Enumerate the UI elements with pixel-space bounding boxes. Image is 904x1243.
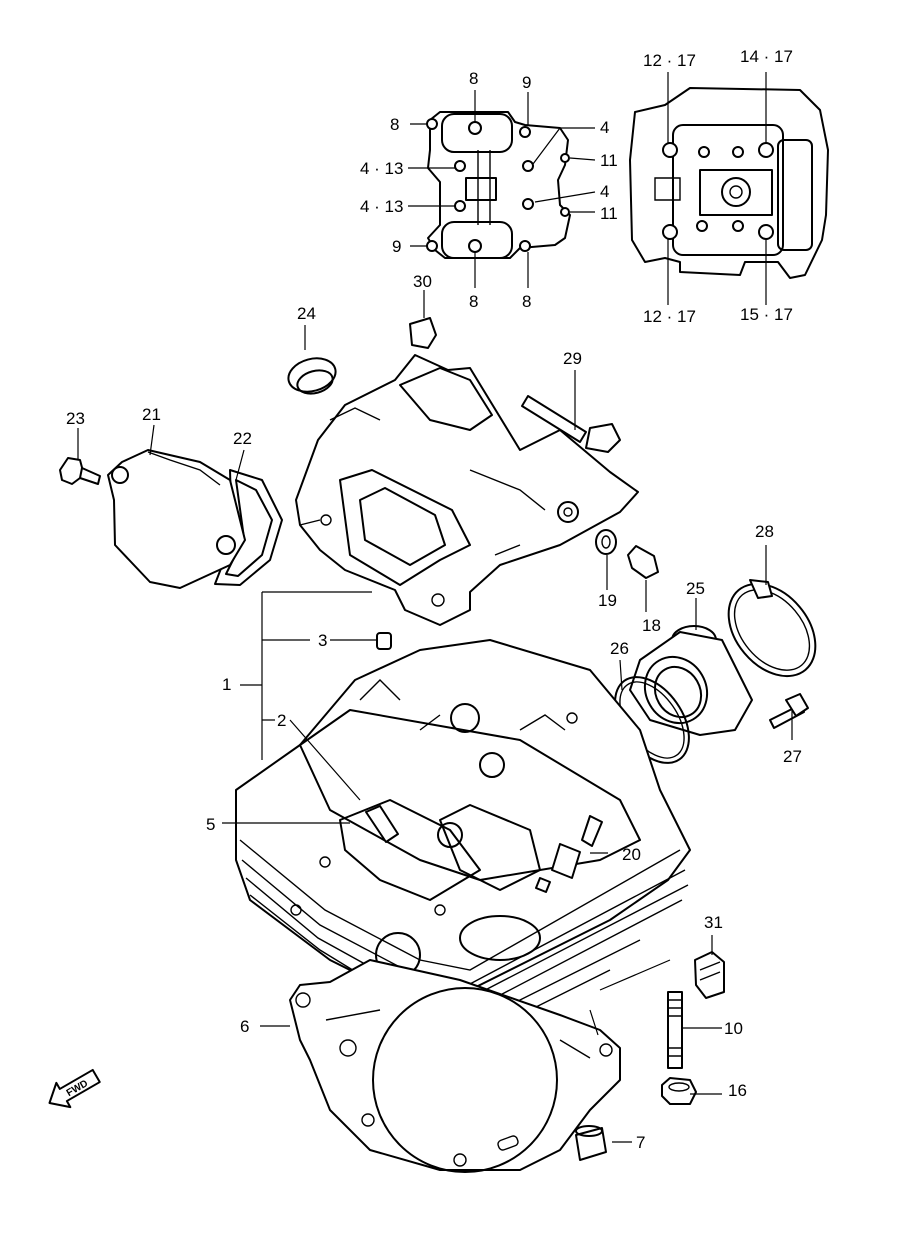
- nut-16: [661, 1077, 697, 1105]
- label-4-13-top: 4 · 13: [360, 159, 403, 178]
- label-21: 21: [142, 405, 161, 424]
- bolt-29: [521, 395, 621, 453]
- valve-guide-5: [365, 805, 399, 843]
- label-30: 30: [413, 272, 432, 291]
- label-9-top: 9: [522, 73, 531, 92]
- dowel-pin-7: [575, 1125, 607, 1161]
- label-12-17-bottom: 12 · 17: [643, 307, 696, 326]
- part-labels: 1 2 3 4 4 4 · 13 4 · 13 5 6 7 8 8 8 8 9 …: [66, 47, 802, 1152]
- dowel-pin-3: [376, 632, 392, 650]
- label-11-top: 11: [600, 151, 618, 170]
- label-20: 20: [622, 845, 641, 864]
- bolt-pattern-inset-right: [629, 72, 829, 305]
- stud-bolt-10: [667, 991, 683, 1069]
- label-18: 18: [642, 616, 661, 635]
- washer-19: [595, 529, 617, 555]
- label-26: 26: [610, 639, 629, 658]
- label-7: 7: [636, 1133, 645, 1152]
- label-8-top: 8: [469, 69, 478, 88]
- label-6: 6: [240, 1017, 249, 1036]
- label-4-13-bottom: 4 · 13: [360, 197, 403, 216]
- spark-plug-20: [535, 815, 603, 893]
- head-gasket-6: [289, 959, 621, 1173]
- label-28: 28: [755, 522, 774, 541]
- side-cover-21: [107, 449, 283, 589]
- label-4-top: 4: [600, 118, 609, 137]
- bolt-pattern-inset-left: [408, 90, 596, 288]
- label-8-bottom-left: 8: [469, 292, 478, 311]
- label-8-bottom-right: 8: [522, 292, 531, 311]
- label-4-mid: 4: [600, 182, 609, 201]
- label-25: 25: [686, 579, 705, 598]
- cylinder-head: [235, 639, 691, 1051]
- leader-lines: [77, 290, 793, 1143]
- intake-pipe-25: [629, 625, 753, 736]
- label-14-17: 14 · 17: [740, 47, 793, 66]
- bolt-27: [769, 693, 809, 729]
- label-16: 16: [728, 1081, 747, 1100]
- plug-18: [627, 545, 659, 579]
- label-5: 5: [206, 815, 215, 834]
- bolt-23: [59, 457, 101, 485]
- label-2: 2: [277, 711, 286, 730]
- label-15-17: 15 · 17: [740, 305, 793, 324]
- label-12-17-top: 12 · 17: [643, 51, 696, 70]
- cylinder-head-cover: [295, 354, 639, 626]
- seal-ring-24: [287, 357, 337, 395]
- label-19: 19: [598, 591, 617, 610]
- label-24: 24: [297, 304, 316, 323]
- label-27: 27: [783, 747, 802, 766]
- label-10: 10: [724, 1019, 743, 1038]
- label-23: 23: [66, 409, 85, 428]
- label-11-bottom: 11: [600, 204, 618, 223]
- label-22: 22: [233, 429, 252, 448]
- label-31: 31: [704, 913, 723, 932]
- label-9-left: 9: [392, 237, 401, 256]
- label-1: 1: [222, 675, 231, 694]
- label-8-left: 8: [390, 115, 399, 134]
- cap-nut-30: [409, 317, 437, 349]
- label-29: 29: [563, 349, 582, 368]
- label-3: 3: [318, 631, 327, 650]
- forward-direction-arrow: FWD: [48, 1068, 101, 1109]
- clip-31: [694, 951, 725, 999]
